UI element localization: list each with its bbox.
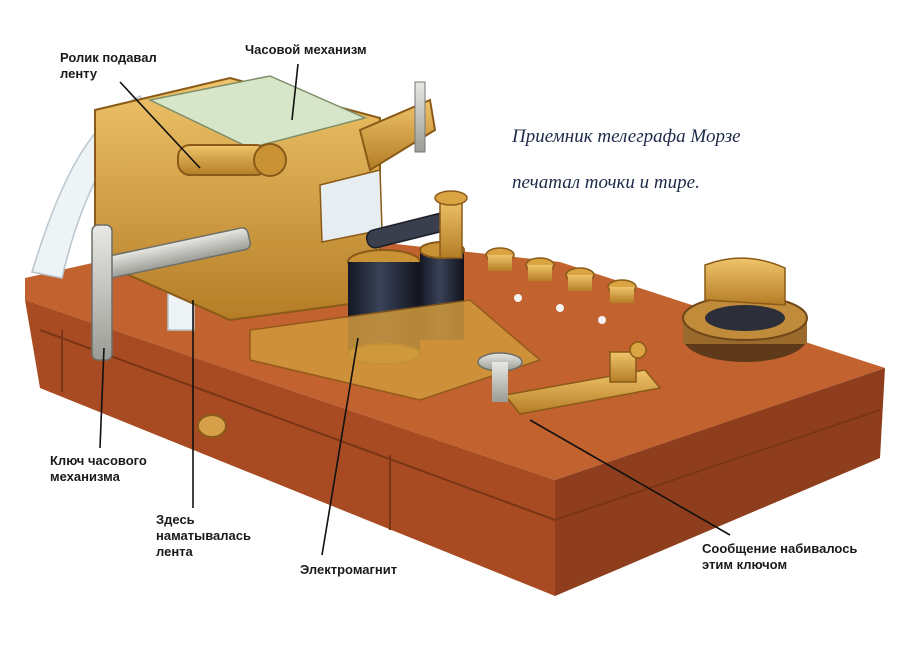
lever-post (414, 81, 426, 153)
base-side (555, 368, 885, 596)
label-clockwork: Часовой механизм (245, 42, 367, 57)
drawer-knob (197, 414, 227, 438)
armature-screw (434, 190, 468, 206)
caption: Приемник телеграфа Морзе печатал точки и… (512, 102, 802, 217)
base-edge (39, 329, 881, 522)
magnet-base-plate (249, 299, 542, 401)
caption-line-1: Приемник телеграфа Морзе (512, 126, 741, 147)
terminal-posts (485, 247, 637, 324)
leader-clock-key (99, 347, 105, 449)
leader-electromagnet (321, 337, 359, 556)
label-clock-key: Ключ часового механизма (50, 453, 147, 484)
sending-key (477, 341, 662, 415)
caption-line-2: печатал точки и тире. (512, 172, 700, 193)
clock-key-handle (91, 224, 113, 361)
label-roller: Ролик подавал ленту (60, 50, 157, 81)
armature-post (439, 197, 463, 259)
leader-clockwork (291, 63, 299, 121)
leader-lines (99, 63, 731, 556)
ring-device (682, 257, 808, 362)
leader-sender-key (529, 419, 731, 536)
label-electromagnet: Электромагнит (300, 562, 398, 577)
clockwork-top-plate (147, 75, 368, 149)
leader-roller (119, 81, 201, 169)
roller-end (253, 143, 287, 177)
label-sender-key: Сообщение набивалось этим ключом (702, 541, 858, 572)
label-tape-winding: Здесь наматывалась лента (156, 512, 251, 559)
